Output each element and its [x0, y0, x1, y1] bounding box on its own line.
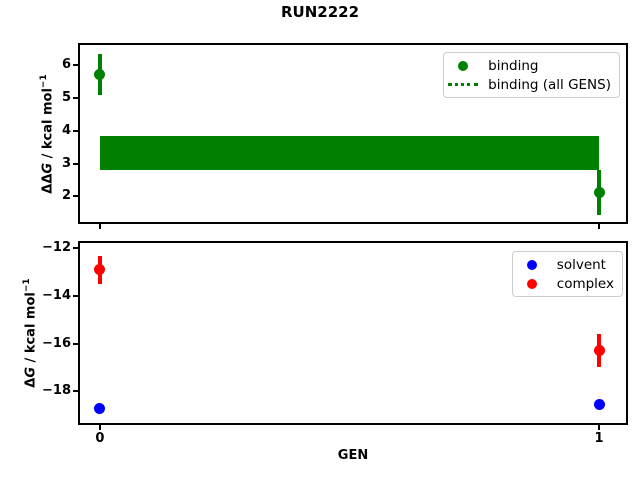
ylabel-top-unit: / kcal mol [40, 88, 56, 163]
legend-label-binding-all-gens: binding (all GENS) [488, 76, 611, 93]
ylabel-bottom-unit: / kcal mol [23, 292, 39, 367]
legend-entry-complex: complex [517, 274, 614, 293]
x-axis-label: GEN [337, 448, 369, 463]
legend-handle [448, 60, 478, 71]
y-tick-label: 4 [61, 122, 71, 138]
y-tick-mark [73, 247, 78, 249]
legend-handle [517, 278, 547, 289]
y-tick-mark [73, 390, 78, 393]
y-tick-label: 5 [61, 90, 71, 106]
ylabel-top-exponent: −1 [39, 74, 49, 89]
binding-marker-icon [458, 60, 469, 71]
x-tick-label: 1 [594, 431, 604, 446]
y-tick-label: 6 [61, 57, 71, 73]
y-tick-label: 2 [61, 188, 71, 204]
x-tick-label: 0 [95, 431, 105, 446]
y-tick-mark [73, 195, 78, 198]
y-tick-mark [73, 129, 78, 132]
legend-entry-binding: binding [448, 56, 611, 75]
bottom-legend: solvent complex [511, 251, 623, 297]
y-tick-label: −16 [42, 335, 71, 351]
data-point-solvent-gen0 [94, 402, 106, 414]
ylabel-bottom-symbol: G [23, 366, 39, 378]
top-legend: binding binding (all GENS) [443, 52, 620, 98]
top-subplot-axes [78, 43, 628, 224]
legend-entry-binding-all-gens: binding (all GENS) [448, 75, 611, 94]
y-tick-label: −14 [42, 287, 71, 303]
ylabel-bottom-prefix: Δ [23, 377, 39, 388]
ylabel-bottom-exponent: −1 [22, 278, 32, 293]
y-tick-label: −18 [42, 383, 71, 399]
ylabel-top-prefix: ΔΔ [40, 173, 56, 194]
y-tick-mark [73, 294, 78, 297]
x-tick-mark [598, 224, 601, 229]
complex-marker-icon [526, 278, 537, 289]
data-point-binding-gen1 [593, 187, 605, 198]
legend-handle [448, 83, 479, 86]
dotted-line-icon [448, 83, 479, 86]
y-tick-mark [73, 342, 78, 345]
x-tick-mark [98, 224, 101, 229]
data-point-binding-gen0 [94, 69, 106, 80]
y-tick-label: 3 [61, 155, 71, 171]
data-point-complex-gen0 [94, 264, 106, 276]
y-tick-mark [73, 64, 78, 67]
figure-title: RUN2222 [280, 3, 360, 21]
top-y-axis-label: ΔΔG / kcal mol−1 [35, 34, 56, 234]
y-tick-mark [73, 162, 78, 165]
solvent-marker-icon [526, 259, 537, 270]
legend-label-solvent: solvent [556, 256, 606, 273]
data-point-solvent-gen1 [593, 398, 605, 410]
bottom-subplot-axes [78, 241, 628, 425]
x-tick-mark [598, 425, 601, 430]
y-tick-label: −12 [42, 240, 71, 255]
ylabel-top-symbol: G [40, 162, 56, 174]
uncertainty-band [99, 135, 600, 170]
legend-entry-solvent: solvent [517, 255, 614, 274]
data-point-complex-gen1 [593, 345, 605, 357]
legend-label-binding: binding [488, 57, 539, 74]
y-tick-mark [73, 97, 78, 100]
legend-handle [517, 259, 547, 270]
legend-label-complex: complex [556, 275, 614, 292]
bottom-y-axis-label: ΔG / kcal mol−1 [18, 233, 39, 433]
x-tick-mark [98, 425, 101, 430]
